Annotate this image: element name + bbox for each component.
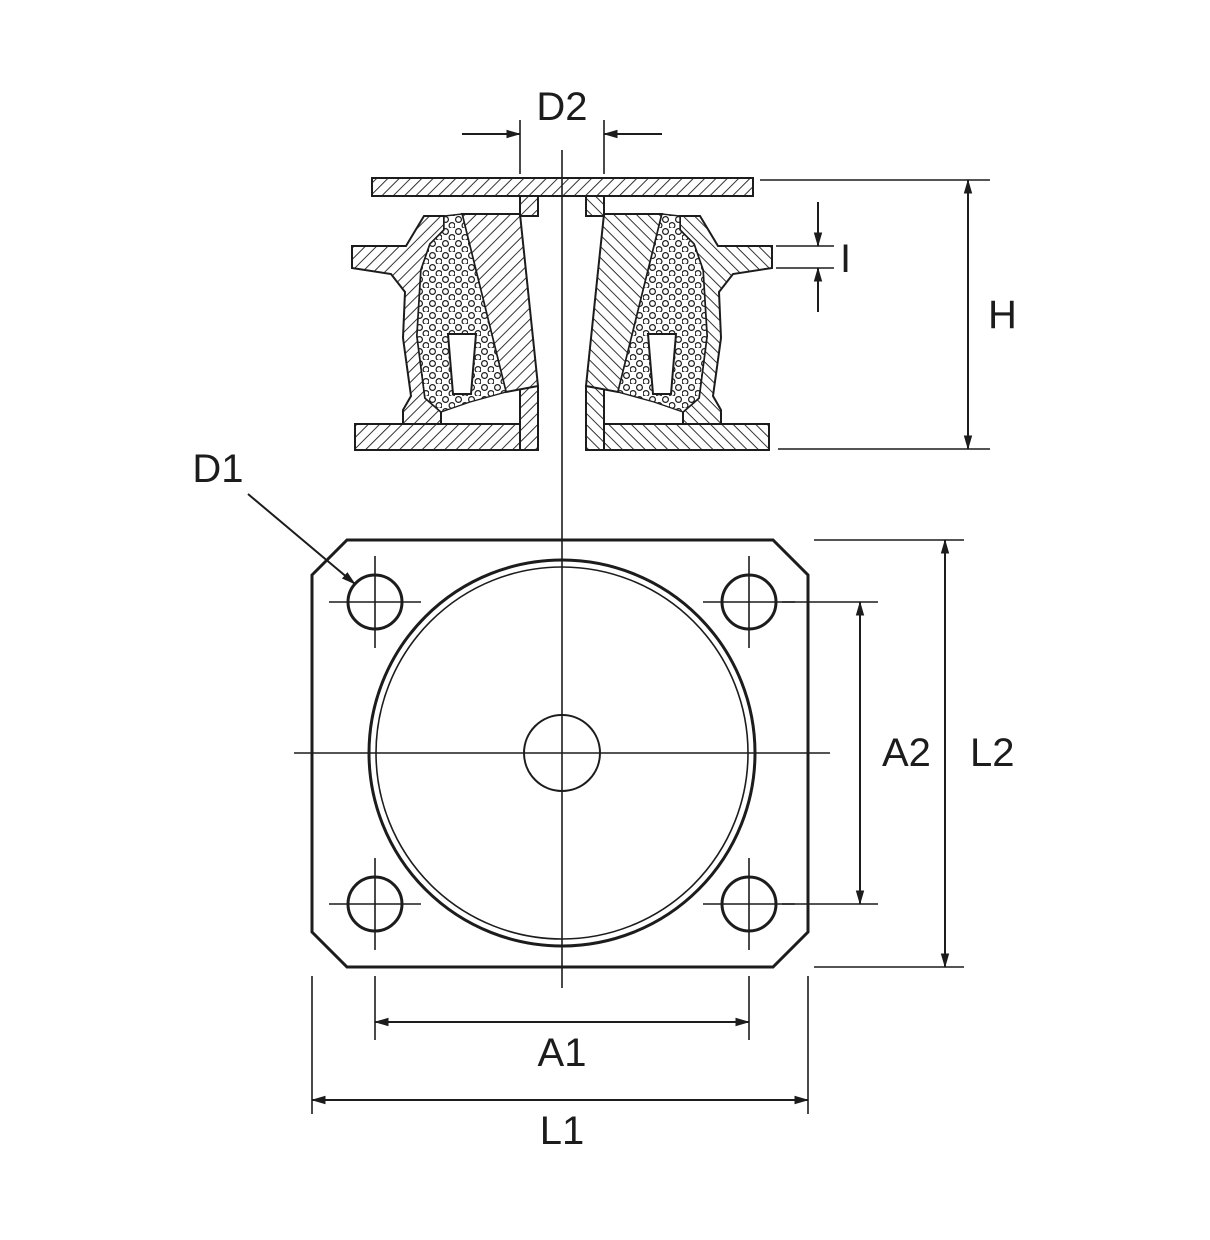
dimension-label-i: I <box>840 237 851 281</box>
cross-section-view <box>351 150 773 988</box>
section-half-left <box>351 195 540 451</box>
center-hole <box>523 714 601 792</box>
dimension-l2: L2 <box>814 539 1015 968</box>
bottom-sleeve-wall <box>585 385 605 451</box>
leader-line <box>247 493 356 585</box>
elastomer-fill <box>416 213 507 413</box>
dimension-label-a1: A1 <box>538 1031 587 1075</box>
elastomer-fill <box>617 213 708 413</box>
mounting-plate-outline <box>310 538 810 969</box>
dimension-label-l2: L2 <box>970 731 1015 775</box>
inner-boss <box>446 333 478 395</box>
bolt-hole-top-left <box>329 556 421 648</box>
dimension-a1: A1 <box>374 976 750 1075</box>
dimension-a2: A2 <box>782 601 931 905</box>
bolt-hole <box>346 573 404 631</box>
bolt-hole <box>346 875 404 933</box>
bottom-sleeve-wall <box>519 385 539 451</box>
bottom-plate-half <box>603 423 770 451</box>
section-half-right <box>584 195 773 451</box>
bolt-hole-bottom-right <box>703 858 795 950</box>
bolt-hole <box>720 573 778 631</box>
dimension-label-l1: L1 <box>540 1109 585 1153</box>
bolt-hole <box>720 875 778 933</box>
dimension-d1: D1 <box>192 447 356 585</box>
dimension-h: H <box>760 179 1017 450</box>
dimension-l1: L1 <box>311 976 809 1153</box>
flange-circle-inner <box>375 566 749 940</box>
dimension-label-a2: A2 <box>882 731 931 775</box>
plan-view <box>294 538 830 969</box>
dimension-i: I <box>776 202 851 312</box>
inner-boss <box>646 333 678 395</box>
bolt-hole-bottom-left <box>329 858 421 950</box>
dimension-d2: D2 <box>462 85 662 174</box>
bolt-hole-top-right <box>703 556 795 648</box>
dimension-label-d2: D2 <box>536 85 587 129</box>
top-boss-wall <box>585 195 605 217</box>
top-boss-wall <box>519 195 539 217</box>
dimension-label-d1: D1 <box>192 447 243 491</box>
flange-circle-outer <box>367 558 757 948</box>
bottom-plate-half <box>354 423 521 451</box>
dimension-label-h: H <box>988 293 1017 337</box>
